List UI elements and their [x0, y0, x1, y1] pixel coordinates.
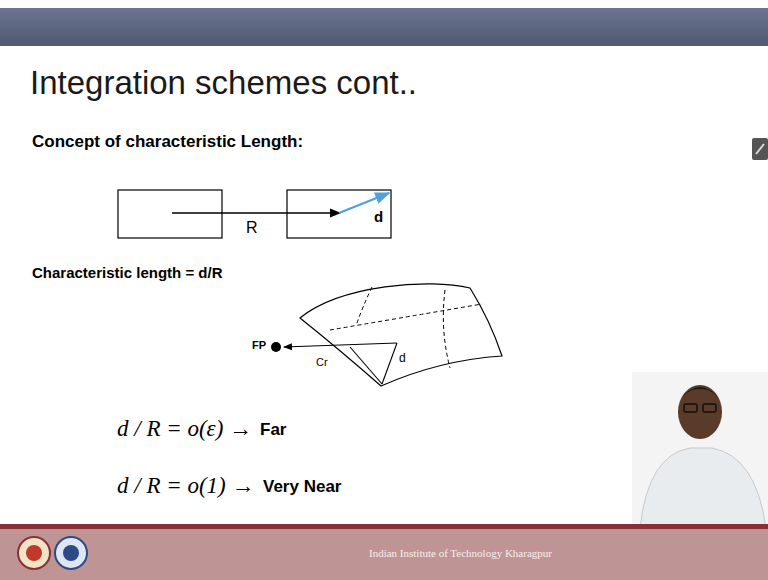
institute-logo	[18, 537, 50, 569]
bottom-bar	[0, 529, 768, 580]
surface-grid-line	[443, 290, 450, 368]
speaker-glasses	[703, 404, 716, 412]
size-label: d	[374, 208, 383, 225]
speaker-head	[678, 385, 722, 439]
speaker-hair	[678, 387, 722, 402]
speaker-glasses	[684, 404, 697, 412]
surface-grid-line	[330, 304, 482, 330]
top-bar	[0, 8, 768, 46]
institute-logo-core	[26, 545, 42, 561]
side-tool-icon	[752, 138, 768, 160]
panel-size-line	[382, 343, 397, 384]
source-box	[118, 190, 222, 238]
pen-glyph	[756, 144, 764, 154]
definition-text: Characteristic length = d/R	[32, 264, 222, 281]
bottom-bar-rule	[0, 524, 768, 529]
size-label: d	[399, 352, 406, 366]
program-logo-core	[63, 545, 79, 561]
program-logo	[55, 537, 87, 569]
surface-grid-line	[356, 287, 372, 326]
slide-title: Integration schemes cont..	[30, 64, 417, 102]
curved-surface	[300, 284, 502, 386]
regime-label: Far	[260, 420, 286, 440]
distance-label: R	[246, 219, 258, 237]
speaker-shirt	[640, 448, 766, 528]
distance-arrow	[172, 212, 340, 213]
watermark: Indian Institute of Technology Kharagpur	[369, 547, 552, 560]
target-box	[287, 190, 391, 238]
formula: d / R = o(1) →	[117, 473, 255, 499]
field-point-arrow	[284, 343, 397, 347]
field-point-dot	[271, 342, 281, 352]
speaker-backdrop	[632, 372, 768, 528]
regime-label: Very Near	[263, 477, 341, 497]
formula: d / R = o(ε) →	[117, 416, 252, 442]
section-heading: Concept of characteristic Length:	[32, 132, 303, 152]
triangle-line	[350, 347, 382, 384]
field-point-label: FP	[252, 339, 266, 352]
distance-label: Cr	[316, 356, 328, 369]
